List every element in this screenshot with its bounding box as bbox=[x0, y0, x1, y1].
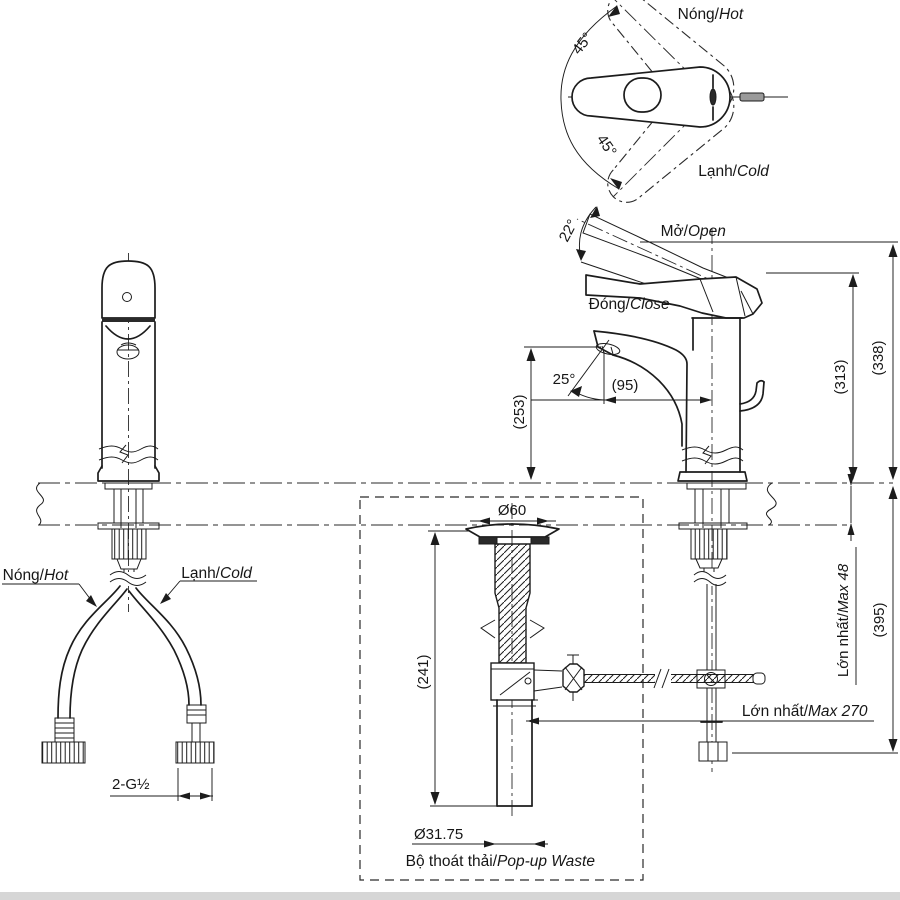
dim-thread: 2-G½ bbox=[112, 776, 150, 793]
top-view-handle-rotation: Nóng/ Hot Lạnh/ Cold 45° 45° bbox=[560, 0, 788, 203]
front-view-faucet: Nóng/ Hot Lạnh/ Cold 2-G½ bbox=[2, 253, 257, 801]
label-top-cold-en: Cold bbox=[737, 163, 770, 180]
dim-rod-length-en: Max 270 bbox=[808, 703, 868, 720]
cartridge-stem bbox=[739, 92, 765, 102]
countertop-lines bbox=[36, 482, 893, 526]
hose-cold bbox=[135, 587, 202, 706]
label-open-vi: Mở/ bbox=[661, 223, 689, 240]
side-view-dimensions: Mở/ Open Đóng/ Close (95) (253) (313) (3… bbox=[511, 223, 898, 754]
break-line bbox=[681, 446, 744, 454]
bottom-strip bbox=[0, 892, 900, 900]
dim-deck-thickness-vi: Lớn nhất/ bbox=[835, 612, 852, 677]
popup-knob bbox=[739, 381, 765, 412]
hose-nut-cold bbox=[175, 741, 215, 764]
label-open-en: Open bbox=[688, 223, 726, 240]
label-top-cold-vi: Lạnh/ bbox=[698, 163, 737, 180]
dim-swing-upper: 45° bbox=[569, 30, 596, 58]
dim-closed-height: (313) bbox=[832, 359, 849, 394]
label-front-hot-vi: Nóng/ bbox=[3, 567, 45, 584]
label-waste-en: Pop-up Waste bbox=[497, 853, 595, 870]
handle-separator bbox=[102, 318, 155, 322]
dim-waste-length: (241) bbox=[415, 654, 432, 689]
handle-ghost-cold bbox=[607, 75, 735, 203]
dim-spout-angle: 25° bbox=[553, 371, 576, 388]
side-view-faucet: 22° 25° bbox=[553, 206, 766, 772]
waste-body bbox=[494, 543, 531, 664]
label-front-cold-en: Cold bbox=[220, 565, 253, 582]
handle-plan-view bbox=[571, 66, 765, 128]
label-top-hot-en: Hot bbox=[719, 6, 744, 23]
label-front-cold-vi: Lạnh/ bbox=[181, 565, 220, 582]
label-top-hot-vi: Nóng/ bbox=[678, 6, 720, 23]
dim-swing-lower: 45° bbox=[593, 132, 620, 160]
label-close-en: Close bbox=[630, 296, 670, 313]
label-waste-vi: Bộ thoát thải/ bbox=[406, 853, 498, 870]
spout-top-curve bbox=[593, 330, 688, 473]
dim-rod-length-vi: Lớn nhất/ bbox=[742, 703, 809, 720]
popup-waste-boundary bbox=[359, 496, 644, 881]
dim-deck-thickness-en: Max 48 bbox=[835, 563, 852, 613]
handle-closed-position bbox=[585, 274, 763, 319]
popup-waste-assembly: Ø60 (241) Ø31.75 Bộ thoát thải/ Pop-up W… bbox=[359, 496, 644, 881]
dim-open-height: (338) bbox=[870, 340, 887, 375]
dim-spout-reach: (95) bbox=[612, 377, 639, 394]
swing-arc bbox=[560, 5, 620, 190]
handle-cap-front bbox=[101, 260, 156, 319]
hose-hot bbox=[57, 585, 121, 719]
mounting-washer bbox=[678, 522, 748, 530]
aerator-outlet bbox=[595, 343, 621, 355]
mounting-nut-front bbox=[111, 528, 147, 560]
hose-nut-hot bbox=[41, 741, 86, 764]
dim-tail-dia: Ø31.75 bbox=[414, 826, 463, 843]
label-front-hot-en: Hot bbox=[44, 567, 69, 584]
label-close-vi: Đóng/ bbox=[589, 296, 631, 313]
dim-spout-height: (253) bbox=[511, 394, 528, 429]
dim-below-counter: (395) bbox=[871, 602, 888, 637]
dim-open-angle: 22° bbox=[556, 217, 582, 245]
dim-flange-dia: Ø60 bbox=[498, 502, 526, 519]
spout-outlet-front bbox=[116, 344, 140, 360]
supply-nut-end bbox=[698, 741, 728, 762]
handle-indicator-hole bbox=[122, 292, 132, 302]
waste-flange bbox=[465, 523, 560, 538]
mounting-nut bbox=[690, 528, 728, 560]
